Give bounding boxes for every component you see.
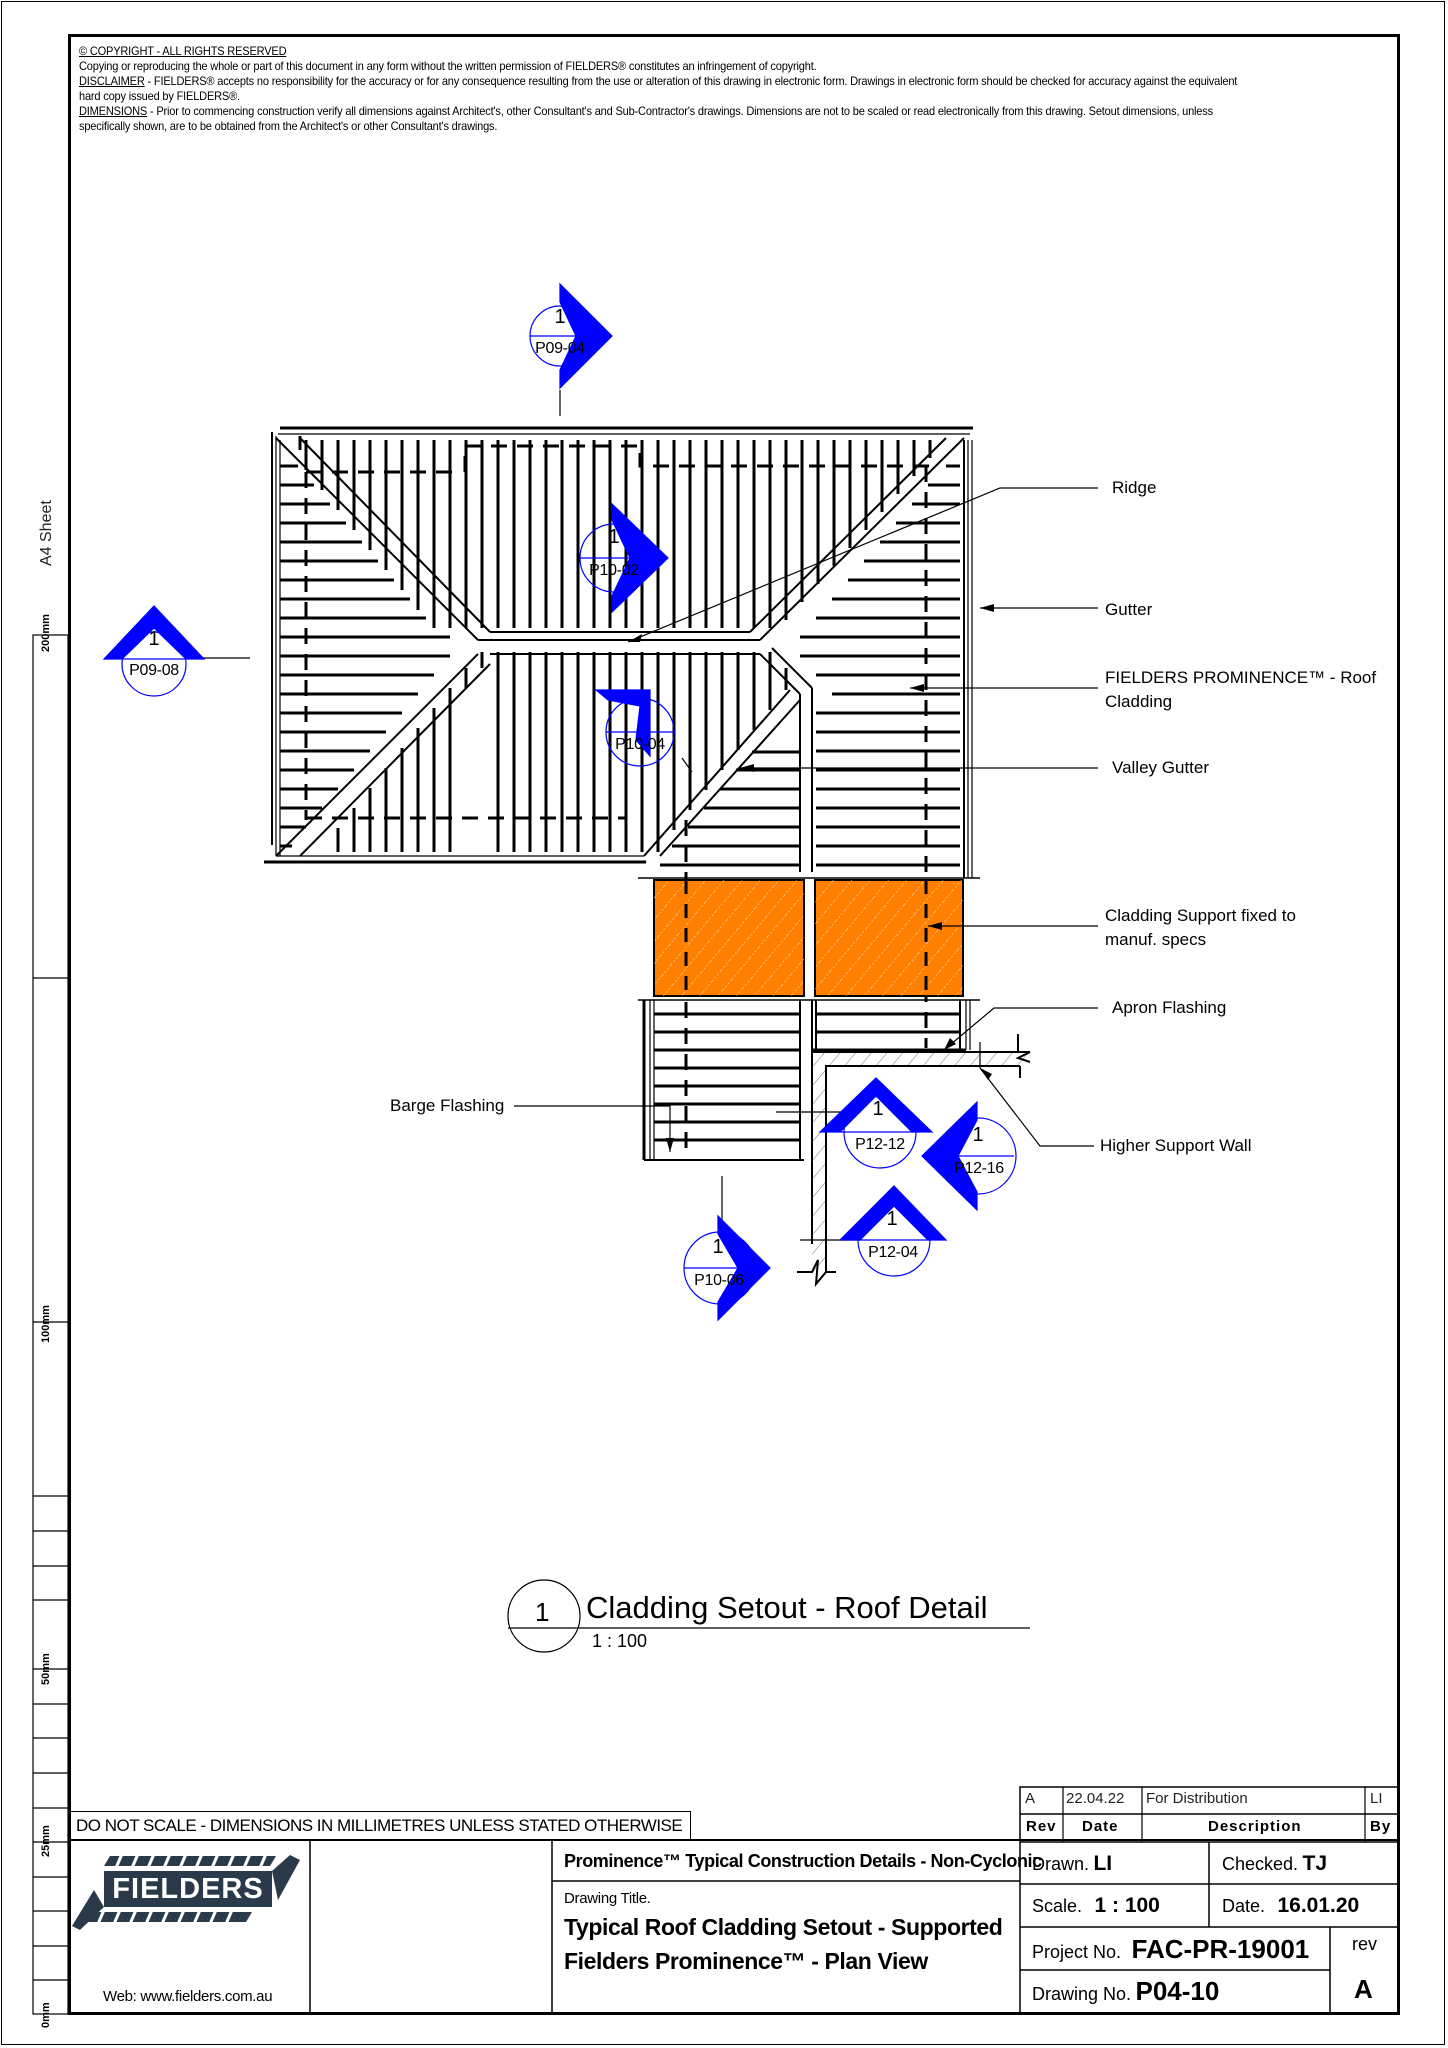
rev-row-by: LI <box>1370 1790 1383 1807</box>
scale-value: 1 : 100 <box>1094 1894 1160 1917</box>
view-title-graphic <box>507 1579 1030 1653</box>
drawing-title-label: Drawing Title. <box>564 1890 651 1907</box>
disclaimer-heading: DISCLAIMER <box>79 74 145 88</box>
callout-cladding-support-2: manuf. specs <box>1105 930 1207 949</box>
section-marker-shapes <box>102 282 1017 1322</box>
website-text: Web: www.fielders.com.au <box>103 1988 273 2005</box>
dimensions-text: - Prior to commencing construction verif… <box>79 104 1213 133</box>
drawing-title-line1: Typical Roof Cladding Setout - Supported <box>564 1914 1003 1940</box>
disclaimer-text: - FIELDERS® accepts no responsibility fo… <box>79 74 1238 103</box>
checked-value: TJ <box>1302 1852 1328 1875</box>
scale-field: Scale. 1 : 100 <box>1032 1894 1160 1917</box>
view-scale: 1 : 100 <box>592 1631 648 1651</box>
callout-gutter: Gutter <box>1105 600 1153 619</box>
callout-roof-cladding-2: Cladding <box>1105 692 1173 711</box>
arrowheads <box>628 604 994 1152</box>
copyright-heading: © COPYRIGHT - ALL RIGHTS RESERVED <box>79 44 287 58</box>
project-no-value: FAC-PR-19001 <box>1131 1934 1310 1964</box>
callout-barge-flashing: Barge Flashing <box>390 1096 505 1115</box>
dimensions-heading: DIMENSIONS <box>79 104 148 118</box>
rev-header-rev: Rev <box>1026 1818 1057 1835</box>
project-heading: Prominence™ Typical Construction Details… <box>564 1851 1042 1871</box>
do-not-scale-note: DO NOT SCALE - DIMENSIONS IN MILLIMETRES… <box>70 1811 691 1840</box>
drawing-no-field: Drawing No. P04-10 <box>1032 1976 1220 2006</box>
callout-cladding-support-1: Cladding Support fixed to <box>1105 906 1296 925</box>
rev-row-date: 22.04.22 <box>1066 1790 1125 1807</box>
fielders-logo: FIELDERS <box>104 1871 272 1907</box>
date-field: Date. 16.01.20 <box>1222 1894 1360 1917</box>
drawn-value: LI <box>1093 1852 1113 1875</box>
callout-apron-flashing: Apron Flashing <box>1112 998 1227 1017</box>
leader-lines <box>194 390 1098 1241</box>
cladding-support-area <box>653 879 964 997</box>
copyright-text: Copying or reproducing the whole or part… <box>79 59 817 73</box>
drawing-frame <box>68 34 1400 2015</box>
date-value: 16.01.20 <box>1277 1894 1360 1917</box>
view-title: Cladding Setout - Roof Detail <box>586 1590 988 1625</box>
rev-row-rev: A <box>1025 1790 1036 1807</box>
rev-header-date: Date <box>1082 1818 1119 1835</box>
title-block-grid <box>70 1786 1399 2015</box>
drawing-title-line2: Fielders Prominence™ - Plan View <box>564 1948 928 1974</box>
drawn-field: Drawn. LI <box>1032 1852 1113 1875</box>
logo-slash-gaps <box>96 1853 268 1925</box>
view-number: 1 <box>535 1597 550 1627</box>
callout-valley-gutter: Valley Gutter <box>1112 758 1210 777</box>
scale-ruler <box>32 634 69 2015</box>
callout-higher-support-wall: Higher Support Wall <box>1100 1136 1252 1155</box>
project-no-field: Project No. FAC-PR-19001 <box>1032 1934 1310 1964</box>
callout-ridge: Ridge <box>1112 478 1157 497</box>
rev-value: A <box>1354 1974 1373 2004</box>
drawing-no-value: P04-10 <box>1135 1976 1220 2006</box>
rev-header-description: Description <box>1208 1818 1302 1835</box>
rev-row-description: For Distribution <box>1146 1790 1248 1807</box>
rev-header-by: By <box>1370 1818 1392 1835</box>
higher-support-wall <box>797 1034 1031 1288</box>
legal-notes: © COPYRIGHT - ALL RIGHTS RESERVED Copyin… <box>79 44 1238 134</box>
checked-field: Checked. TJ <box>1222 1852 1328 1875</box>
rev-label: rev <box>1352 1934 1378 1954</box>
callout-roof-cladding-1: FIELDERS PROMINENCE™ - Roof <box>1105 668 1377 687</box>
